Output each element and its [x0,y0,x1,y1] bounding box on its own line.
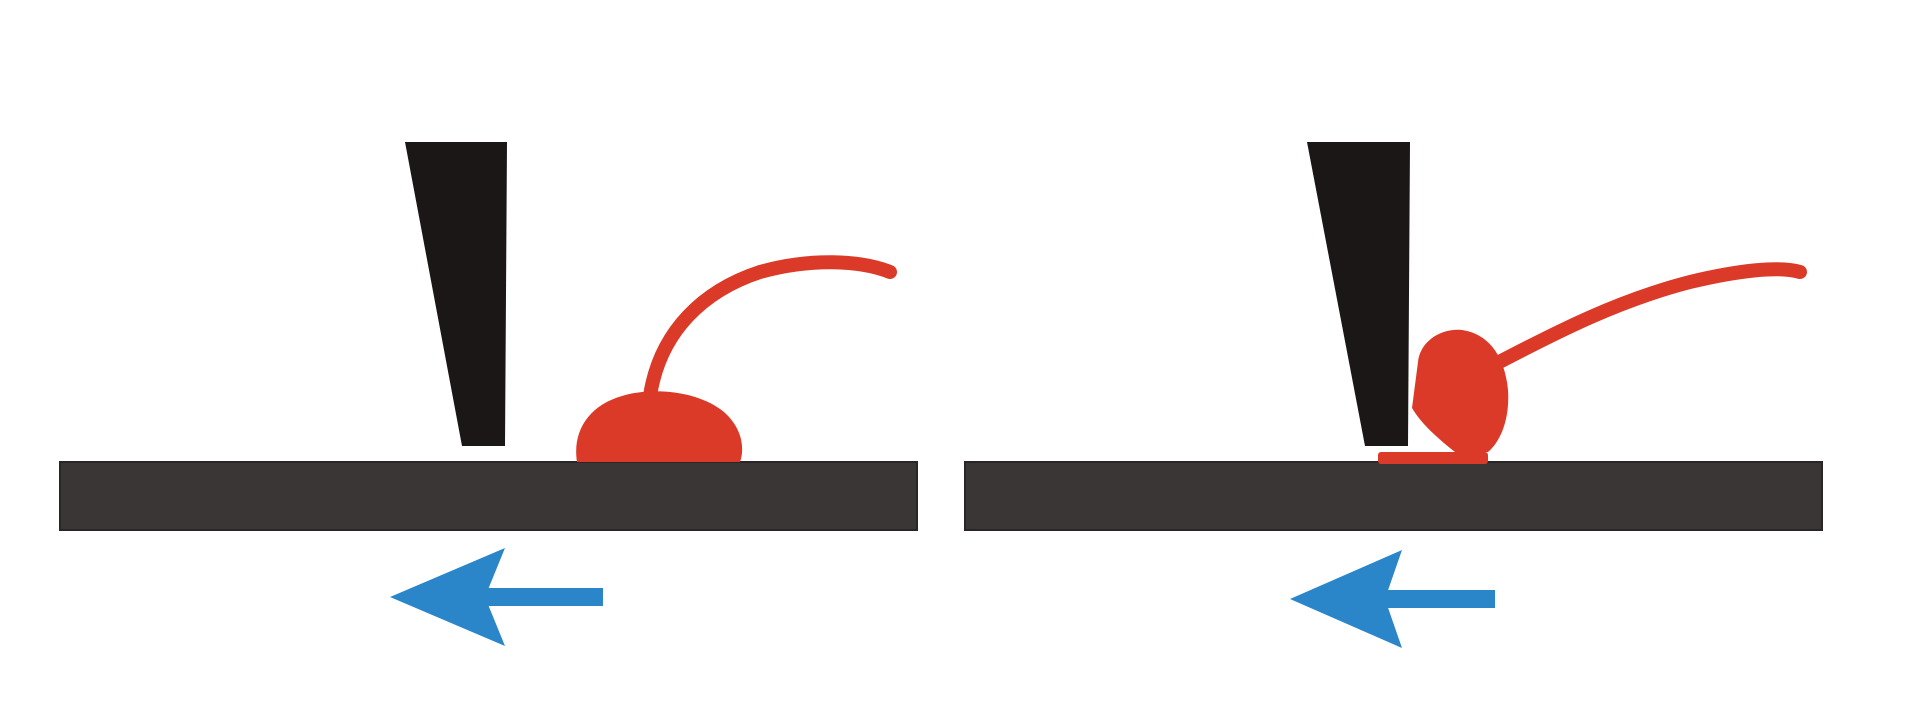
substrate-bar-right [964,461,1823,531]
tapered-tip-icon [1307,142,1410,446]
tapered-tip-icon [405,142,507,446]
arrow-left-icon [1290,550,1495,648]
droplet-with-tail-icon [576,391,743,462]
droplet-with-tail-icon [1412,329,1509,452]
substrate-bar-left [59,461,918,531]
deposit-film-right [1378,452,1488,464]
arrow-left-icon [390,548,603,646]
panel-right [964,142,1823,648]
deposit-tail-left [643,255,897,403]
panel-left [59,142,918,646]
deposit-tail-right [1481,262,1807,375]
